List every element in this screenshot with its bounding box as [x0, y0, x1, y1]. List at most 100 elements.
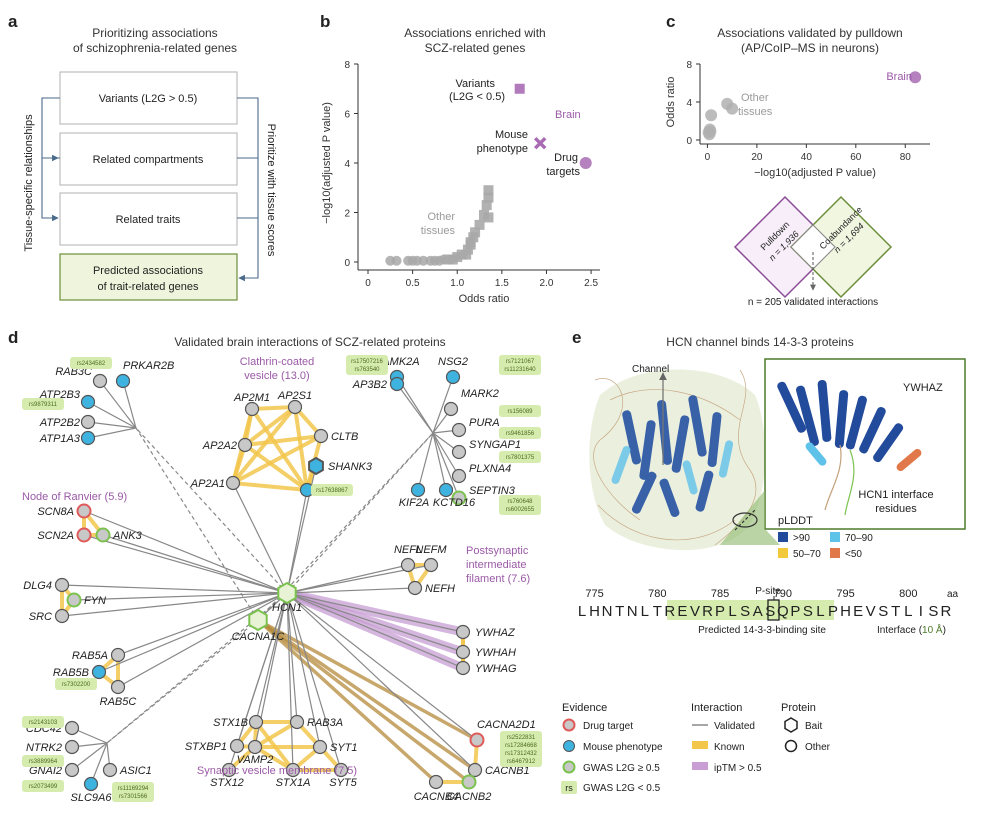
node-stxbp1: [229, 738, 245, 754]
residue: V: [866, 603, 876, 620]
residue: R: [702, 603, 713, 620]
panel-d: d Validated brain interactions of SCZ-re…: [8, 328, 542, 804]
residue: T: [891, 603, 900, 620]
validated-edge: [83, 510, 288, 594]
node-fyn: [66, 592, 82, 608]
binding-site-highlight: [667, 600, 834, 620]
node-syt5: [333, 762, 349, 778]
box-compartments: [59, 132, 238, 186]
ann-variants-1: Variants: [455, 78, 495, 90]
y-tick-label-b: 8: [344, 60, 350, 71]
rs-badge-rab5b-rsid: rs7302200: [62, 682, 91, 688]
node-ywhag: [455, 660, 471, 676]
validated-edge: [432, 376, 454, 434]
panel-e-title: HCN channel binds 14-3-3 proteins: [666, 335, 853, 349]
validated-edge: [83, 534, 288, 594]
point-b: [514, 83, 525, 94]
panel-letter-c: c: [666, 12, 675, 31]
hcn-structure-image: [589, 369, 766, 551]
point-b: [533, 136, 547, 150]
gene-label-nefh: NEFH: [425, 583, 455, 595]
module-psif-2: intermediate: [466, 559, 527, 571]
position-label: 790: [774, 588, 792, 600]
point-b: [481, 200, 492, 211]
interface-label-1: HCN1 interface: [858, 489, 933, 501]
venn-diagram: Pulldown n = 1,936 Coabundance n = 1,694…: [733, 195, 893, 308]
box-variants-label: Variants (L2G > 0.5): [99, 93, 198, 105]
y-tick-label-c: 4: [686, 98, 692, 109]
position-label: 775: [585, 588, 603, 600]
rs-badge-syngap1-rsid: rs9461856: [506, 431, 535, 437]
gene-label-ywhag: YWHAG: [475, 663, 517, 675]
interface-note-close: ): [943, 625, 946, 636]
ann-other-b-2: tissues: [421, 225, 456, 237]
residue: S: [803, 603, 813, 620]
gene-label-atp2b2: ATP2B2: [39, 417, 80, 429]
interface-distance: 10 Å: [922, 623, 943, 636]
gene-label-asic1: ASIC1: [119, 765, 152, 777]
gene-label-cacnb4: CACNB4: [414, 791, 459, 803]
gene-label-rab5c: RAB5C: [100, 696, 137, 708]
gene-label-kif2a: KIF2A: [399, 497, 430, 509]
known-edge: [250, 405, 297, 411]
known-edge: [253, 745, 295, 772]
validated-edge: [396, 383, 434, 434]
node-slc9a6: [83, 776, 99, 792]
panel-c-title-2: (AP/CoIP–MS in neurons): [741, 41, 879, 55]
gene-label-fyn: FYN: [84, 595, 106, 607]
legend-gwas-hi-label: GWAS L2G ≥ 0.5: [583, 763, 660, 774]
known-edge: [243, 443, 309, 492]
node-rab5b: [91, 664, 107, 680]
node-plxna4: [451, 468, 467, 484]
validated-edge: [135, 427, 288, 594]
node-nsg2: [445, 369, 461, 385]
position-label: 795: [836, 588, 854, 600]
rs-badge-camk2a-rsid: rs763540: [354, 367, 380, 373]
node-ywhaz: [455, 624, 471, 640]
legend-rs-marker: [561, 781, 577, 794]
legend-bait-marker: [784, 717, 798, 733]
ann-other-c-2: tissues: [738, 106, 773, 118]
y-tick-label-b: 2: [344, 209, 350, 220]
node-ywhah: [455, 644, 471, 660]
node-rab5a: [110, 647, 126, 663]
residue: R: [941, 603, 952, 620]
residue: H: [840, 603, 851, 620]
node-ap2s1: [287, 399, 303, 415]
point-b: [579, 157, 592, 169]
known-edge: [243, 434, 323, 447]
module-ranvier: Node of Ranvier (5.9): [22, 491, 127, 503]
rs-badge-nsg2-rsid: rs7121067: [506, 359, 535, 365]
box-result-label-1: Predicted associations: [93, 265, 204, 277]
validated-edge: [106, 619, 259, 744]
point-b: [465, 239, 476, 250]
legend-drug-marker: [562, 718, 576, 732]
legend-bait-label: Bait: [805, 721, 822, 732]
panel-a-title-1: Prioritizing associations: [92, 26, 217, 40]
gene-label-ap2m1: AP2M1: [233, 392, 270, 404]
node-syngap1: [451, 444, 467, 460]
node-rab3a: [289, 714, 305, 730]
gene-label-ywhah: YWHAH: [475, 647, 516, 659]
plddt-bin-3: 50–70: [793, 549, 821, 560]
gene-label-hcn1: HCN1: [272, 602, 302, 614]
box-compartments-label: Related compartments: [93, 154, 204, 166]
node-syt1: [312, 739, 328, 755]
known-edge: [253, 720, 299, 749]
rs-badge-syngap1-bg: [499, 427, 541, 439]
node-cdc42: [64, 720, 80, 736]
known-edge: [250, 407, 309, 492]
rs-badge-ap2b1-rsid: rs17638867: [316, 488, 348, 494]
node-cacnb4: [428, 774, 444, 790]
node-prkar2b: [115, 373, 131, 389]
residue: L: [578, 603, 586, 620]
gene-label-stx12: STX12: [210, 777, 244, 789]
node-nefl: [400, 557, 416, 573]
point-c: [704, 125, 717, 138]
node-septin3: [451, 490, 467, 506]
gene-label-ywhaz: YWHAZ: [475, 627, 516, 639]
validated-edge: [122, 380, 137, 429]
plddt-bin-2: 70–90: [845, 533, 873, 544]
